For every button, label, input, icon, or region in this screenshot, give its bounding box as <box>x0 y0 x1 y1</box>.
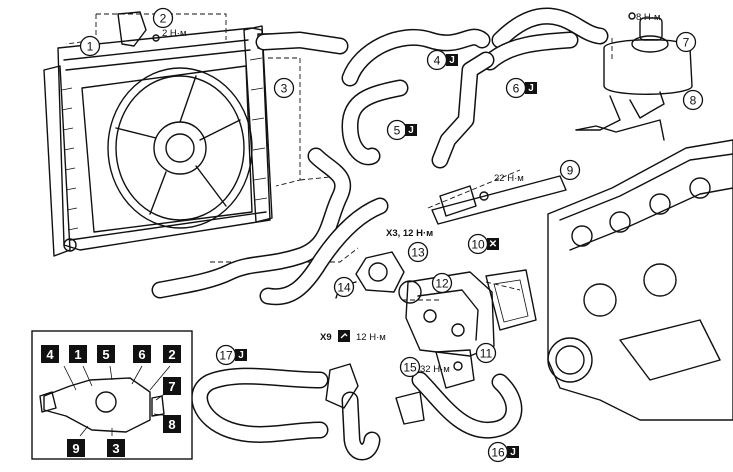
callout-6: 6 <box>505 77 527 99</box>
inset-label-5: 5 <box>97 345 115 363</box>
inset-label-3: 3 <box>107 439 125 457</box>
svg-text:2: 2 <box>168 347 175 362</box>
svg-text:4: 4 <box>46 347 54 362</box>
inset-label-4: 4 <box>41 345 59 363</box>
svg-text:3: 3 <box>112 441 119 456</box>
svg-text:8: 8 <box>168 417 175 432</box>
callout-16: 16 <box>487 441 509 463</box>
callout-number: 14 <box>337 281 351 295</box>
svg-text:J: J <box>528 83 534 94</box>
engine-block <box>547 139 733 421</box>
housing-bolt-icon <box>338 330 350 342</box>
callout-number: 12 <box>435 277 449 291</box>
torque-radiator-sensor: 2 Н·м <box>162 28 186 39</box>
callout-13: 13 <box>407 241 429 263</box>
callout-number: 4 <box>434 54 441 68</box>
callout-number: 1 <box>87 40 94 54</box>
replace-icon: ✕ <box>487 238 499 250</box>
hose-clip-icon: J <box>405 124 417 136</box>
callout-9: 9 <box>559 159 581 181</box>
hose-clip-icon: J <box>525 82 537 94</box>
radiator-assembly <box>43 11 273 257</box>
callout-5: 5 <box>386 119 408 141</box>
torque-housing-prefix: X9 <box>320 332 332 343</box>
svg-text:J: J <box>238 350 244 361</box>
callout-number: 10 <box>471 238 485 252</box>
inset-label-7: 7 <box>163 377 181 395</box>
callout-number: 13 <box>411 246 425 260</box>
callout-10: 10 <box>467 233 489 255</box>
torque-bracket: 32 Н·м <box>420 364 450 375</box>
badges: J J J ✕ J J <box>235 54 537 458</box>
svg-text:J: J <box>449 55 455 66</box>
torque-thermostat: X3, 12 Н·м <box>386 228 433 239</box>
callout-7: 7 <box>675 31 697 53</box>
lower-hoses <box>151 147 523 461</box>
callout-number: 5 <box>394 124 401 138</box>
callout-number: 16 <box>491 446 505 460</box>
callout-1: 1 <box>79 35 101 57</box>
torque-housing-value: 12 Н·м <box>356 332 386 343</box>
callout-number: 3 <box>281 82 288 96</box>
inset-label-6: 6 <box>133 345 151 363</box>
svg-text:✕: ✕ <box>489 239 497 250</box>
callout-3: 3 <box>273 77 295 99</box>
svg-text:J: J <box>510 447 516 458</box>
svg-text:J: J <box>408 125 414 136</box>
bracket <box>325 349 475 425</box>
callout-15: 15 <box>399 356 421 378</box>
callout-number: 9 <box>567 164 574 178</box>
hose-clip-icon: J <box>235 349 247 361</box>
coolant-pipe <box>431 175 567 225</box>
callout-number: 15 <box>403 361 417 375</box>
callout-2: 2 <box>152 7 174 29</box>
callout-14: 14 <box>333 276 355 298</box>
inset-label-2: 2 <box>163 345 181 363</box>
callout-4: 4 <box>426 49 448 71</box>
svg-text:7: 7 <box>168 379 175 394</box>
leader-lines <box>65 13 613 301</box>
inset-label-8: 8 <box>163 415 181 433</box>
callout-number: 8 <box>690 94 697 108</box>
torque-pipe-bolt: 22 Н·м <box>494 173 524 184</box>
callout-number: 2 <box>160 12 167 26</box>
hose-clip-icon: J <box>446 54 458 66</box>
svg-text:1: 1 <box>74 347 81 362</box>
upper-hoses <box>255 7 609 169</box>
callout-12: 12 <box>431 272 453 294</box>
callout-8: 8 <box>682 89 704 111</box>
inset-labels: 4 1 5 6 2 7 8 9 3 <box>41 345 181 457</box>
expansion-tank <box>575 12 693 141</box>
callout-17: 17 <box>215 344 237 366</box>
callout-number: 17 <box>219 349 233 363</box>
svg-text:5: 5 <box>102 347 109 362</box>
svg-text:9: 9 <box>72 441 79 456</box>
hose-clip-icon: J <box>507 446 519 458</box>
torque-tank-screw: 8 Н·м <box>636 12 660 23</box>
callout-11: 11 <box>475 342 497 364</box>
callout-number: 6 <box>513 82 520 96</box>
inset-label-9: 9 <box>67 439 85 457</box>
svg-text:6: 6 <box>138 347 145 362</box>
callout-number: 7 <box>683 36 690 50</box>
callout-number: 11 <box>480 347 493 361</box>
coolant-housing <box>398 269 537 357</box>
inset-label-1: 1 <box>69 345 87 363</box>
